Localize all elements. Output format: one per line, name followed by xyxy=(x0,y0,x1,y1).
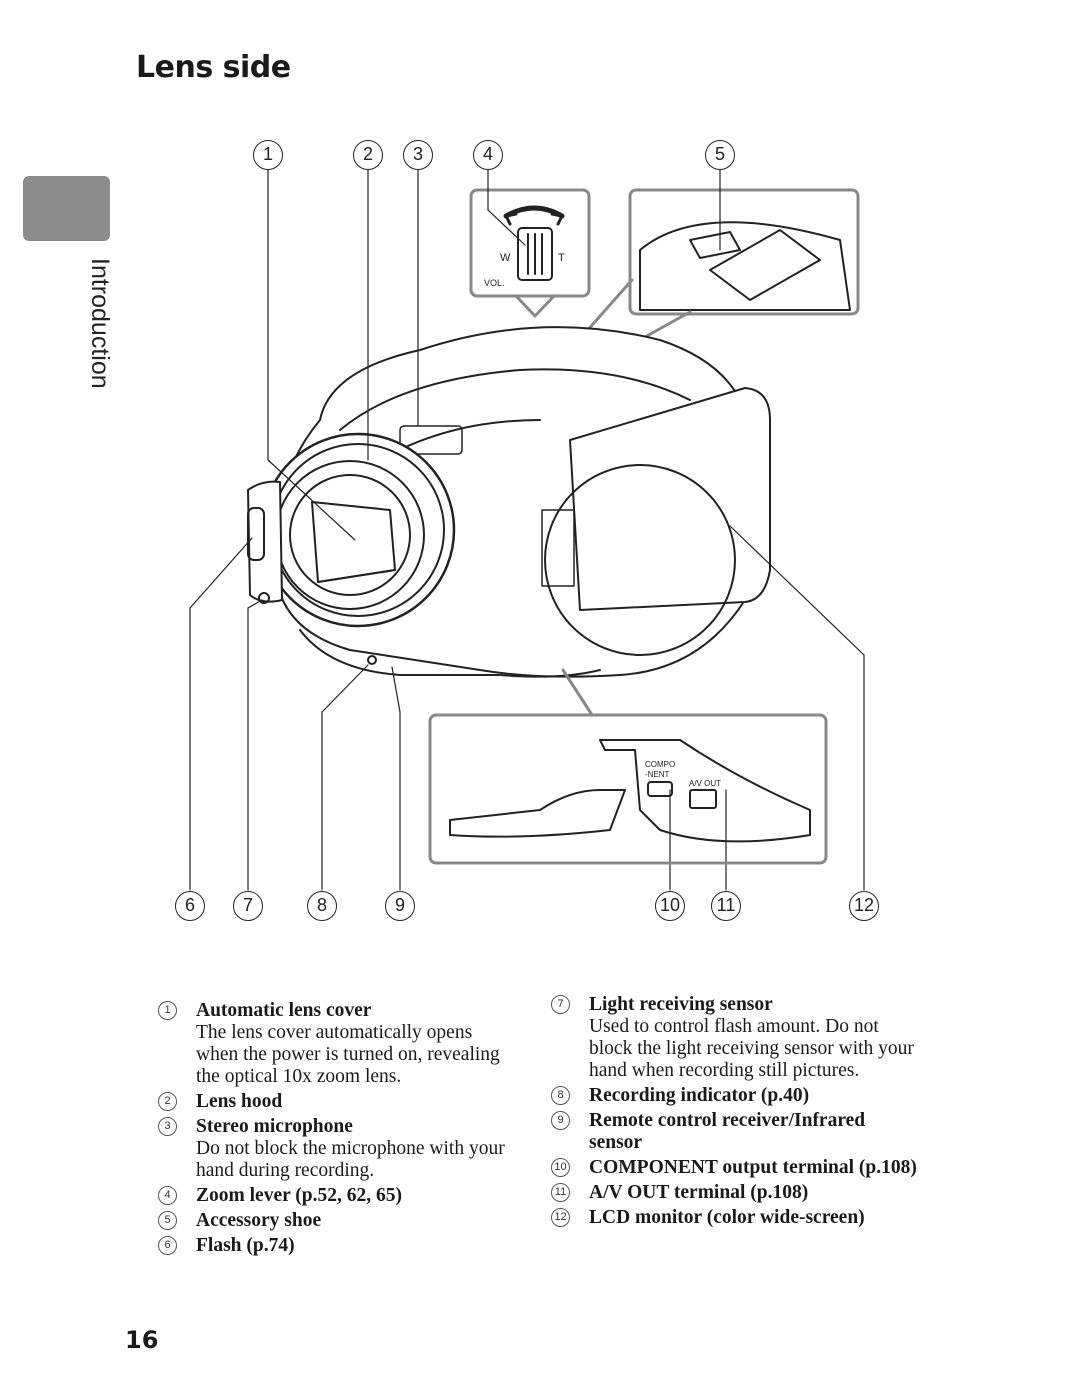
terminal-inset-frame xyxy=(428,713,828,865)
legend-item-title: Zoom lever (p.52, 62, 65) xyxy=(196,1185,402,1206)
camcorder-illustration: W T VOL. COMPO -NENT A/V OUT xyxy=(189,167,865,891)
legend-item-title: A/V OUT terminal (p.108) xyxy=(589,1182,809,1203)
legend-item-description: The lens cover automatically opens when … xyxy=(196,1022,500,1087)
page-number: 16 xyxy=(125,1326,159,1354)
legend-item-number: 11 xyxy=(551,1183,570,1202)
legend-item-title: Accessory shoe xyxy=(196,1210,322,1231)
zoom-vol-label: VOL. xyxy=(484,278,505,288)
legend-item: 11 A/V OUT terminal (p.108) xyxy=(551,1182,921,1204)
callout-6: 6 xyxy=(175,891,205,921)
av-out-terminal-label: A/V OUT xyxy=(689,779,721,788)
legend-item-number: 3 xyxy=(158,1117,177,1136)
legend-item-number: 5 xyxy=(158,1211,177,1230)
callout-3: 3 xyxy=(403,140,433,170)
callout-9: 9 xyxy=(385,891,415,921)
callout-7: 7 xyxy=(233,891,263,921)
zoom-t-label: T xyxy=(558,252,565,264)
callout-12: 12 xyxy=(849,891,879,921)
legend-item: 6 Flash (p.74) xyxy=(158,1235,518,1257)
legend-item-number: 6 xyxy=(158,1236,177,1255)
zoom-w-label: W xyxy=(500,252,511,264)
legend-item-number: 4 xyxy=(158,1186,177,1205)
legend-item-title: LCD monitor (color wide-screen) xyxy=(589,1207,865,1228)
legend-item: 2 Lens hood xyxy=(158,1091,518,1113)
legend-item: 10 COMPONENT output terminal (p.108) xyxy=(551,1157,921,1179)
zoom-inset-frame xyxy=(469,188,591,298)
callout-8: 8 xyxy=(307,891,337,921)
legend-item-description: Used to control flash amount. Do not blo… xyxy=(589,1016,914,1081)
callout-11: 11 xyxy=(711,891,741,921)
legend-item-title: COMPONENT output terminal (p.108) xyxy=(589,1157,917,1178)
legend-item: 12 LCD monitor (color wide-screen) xyxy=(551,1207,921,1229)
component-terminal-label-line1: COMPO xyxy=(645,760,675,769)
callout-10: 10 xyxy=(655,891,685,921)
legend-item-number: 2 xyxy=(158,1092,177,1111)
legend-item-description: Do not block the microphone with your ha… xyxy=(196,1138,505,1181)
callout-2: 2 xyxy=(353,140,383,170)
legend-item-title: Automatic lens cover xyxy=(196,1000,372,1021)
callout-1: 1 xyxy=(253,140,283,170)
legend-item-title: Light receiving sensor xyxy=(589,994,773,1015)
legend-item-number: 12 xyxy=(551,1208,570,1227)
camcorder-diagram: W T VOL. COMPO -NENT A/V OUT 1 2 3 4 5 6… xyxy=(0,130,1080,930)
legend-item: 9 Remote control receiver/Infrared sensor xyxy=(551,1110,921,1154)
legend-item-title: Lens hood xyxy=(196,1091,283,1112)
legend-item-number: 8 xyxy=(551,1086,570,1105)
legend-item-number: 7 xyxy=(551,995,570,1014)
legend-item-number: 9 xyxy=(551,1111,570,1130)
legend-item: 8 Recording indicator (p.40) xyxy=(551,1085,921,1107)
legend-item-title: Remote control receiver/Infrared sensor xyxy=(589,1110,866,1153)
shoe-inset-frame xyxy=(628,188,860,316)
page-title: Lens side xyxy=(136,50,291,85)
callout-5: 5 xyxy=(705,140,735,170)
legend-item-number: 10 xyxy=(551,1158,570,1177)
callout-4: 4 xyxy=(473,140,503,170)
legend-item-title: Flash (p.74) xyxy=(196,1235,295,1256)
component-terminal-label-line2: -NENT xyxy=(645,770,670,779)
legend-item-number: 1 xyxy=(158,1001,177,1020)
legend-item-title: Recording indicator (p.40) xyxy=(589,1085,810,1106)
chapter-tab xyxy=(23,176,110,241)
legend-item: 5 Accessory shoe xyxy=(158,1210,518,1232)
legend-item: 4 Zoom lever (p.52, 62, 65) xyxy=(158,1185,518,1207)
legend-item-title: Stereo microphone xyxy=(196,1116,353,1137)
